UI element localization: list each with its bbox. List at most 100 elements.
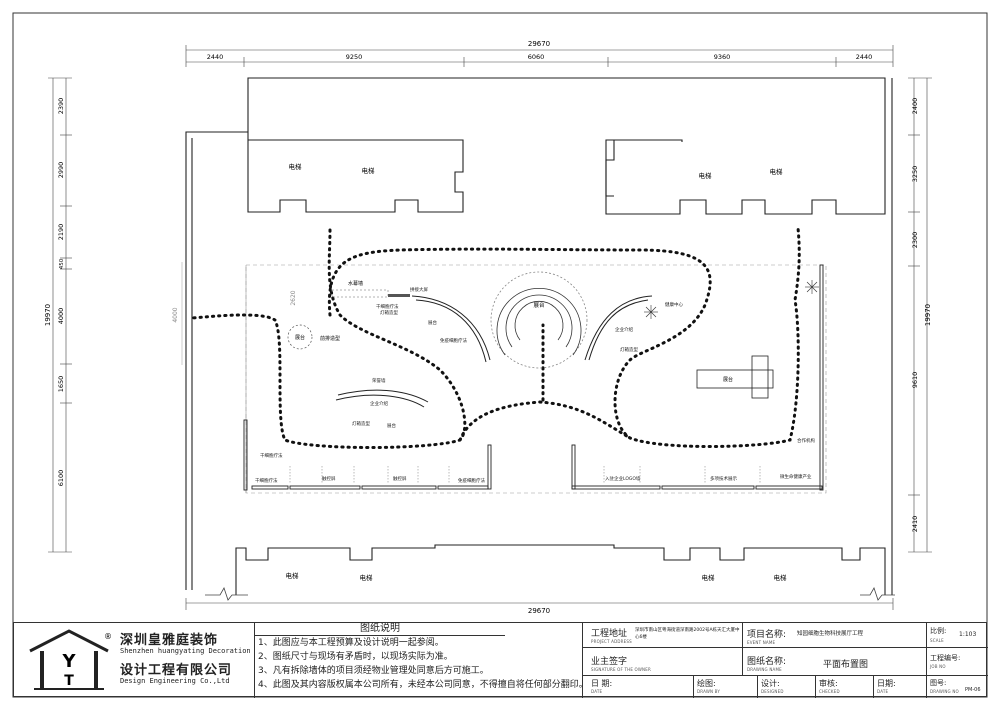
left-dim-3: 2190: [57, 224, 65, 241]
project-name-value: 知园细胞生物科技展厅工程: [797, 631, 864, 637]
label-multi-screen: 多项技术展示: [710, 475, 737, 482]
drawing-name-en: DRAWING NAME: [747, 667, 782, 672]
drawn-en: DRAWN BY: [697, 689, 721, 694]
logo-reg: ®: [104, 632, 112, 641]
sheet-label: 图号:: [930, 679, 947, 687]
label-lightbox-1: 灯箱造型: [380, 309, 398, 316]
label-screen-1: 触控屏: [322, 475, 336, 482]
label-logo-wall: 入驻企业LOGO墙: [605, 475, 641, 482]
center-stage: [490, 271, 588, 369]
company-name-cn2: 设计工程有限公司: [120, 663, 233, 678]
job-no-en: JOB NO: [930, 664, 946, 669]
project-address-value: 深圳市南山区粤海街道深南路2002号A栋天汇大厦中心6楼: [635, 628, 740, 640]
project-name-cell: 项目名称: EVENT NAME 知园细胞生物科技展厅工程: [742, 623, 926, 648]
logo-sub: T: [64, 673, 74, 689]
owner-sign-label: 业主签字: [591, 657, 628, 667]
drawing-name-label: 图纸名称:: [747, 657, 787, 667]
logo-mark: Y: [61, 651, 76, 672]
left-dim-1: 2390: [57, 98, 65, 115]
label-free-cell: 免疫细胞疗法: [440, 337, 467, 344]
drawn-label: 绘图:: [697, 679, 716, 688]
date-en: DATE: [591, 689, 603, 694]
scale-cell: 比例: SCALE 1:103: [926, 623, 988, 648]
drawing-name-value: 平面布置图: [823, 660, 869, 670]
visitor-route-middle: [458, 400, 632, 442]
right-dimension: [908, 77, 932, 553]
job-no-cell: 工程编号: JOB NO: [926, 648, 988, 676]
label-partner: 合作机构: [797, 437, 815, 444]
curved-walls: [335, 295, 653, 408]
label-free-tail: 免疫细胞疗法: [458, 477, 485, 484]
label-stem-tail: 干细胞疗法: [260, 452, 283, 459]
right-stage: [696, 355, 774, 399]
front-desk-label: 展台: [295, 334, 305, 341]
right-dim-2: 3250: [911, 166, 919, 183]
owner-sign-en: SIGNATURE OF THE OWNER: [591, 667, 651, 672]
label-life-industry: 微生命健康产业: [780, 473, 812, 480]
top-dimension: [185, 45, 894, 67]
elevator-label-4: 电梯: [770, 167, 784, 176]
elevator-label-2: 电梯: [362, 166, 376, 175]
sheet-value: PM-06: [965, 687, 981, 693]
scale-en: SCALE: [930, 638, 944, 643]
center-stage-label: 展台: [533, 301, 545, 309]
right-dim-5: 2410: [911, 516, 919, 533]
plant-symbols: [644, 280, 819, 319]
left-dim-4: 450: [59, 258, 65, 269]
label-lightbox-2: 灯箱造型: [352, 420, 370, 427]
owner-sign-cell: 业主签字 SIGNATURE OF THE OWNER: [582, 648, 742, 676]
label-intro-1: 企业介绍: [615, 326, 633, 333]
project-name-en: EVENT NAME: [747, 640, 776, 645]
date2-en: DATE: [877, 689, 889, 694]
drawing-name-cell: 图纸名称: DRAWING NAME 平面布置图: [742, 648, 926, 676]
label-screen-2: 触控屏: [393, 475, 407, 482]
right-stage-label: 展台: [723, 376, 733, 383]
note-1: 1、此图应与本工程预算及设计说明一起参阅。: [258, 638, 444, 648]
project-address-cell: 工程地址 PROJECT ADDRESS 深圳市南山区粤海街道深南路2002号A…: [582, 623, 742, 648]
label-glory-wall: 荣誉墙: [372, 377, 386, 384]
job-no-label: 工程编号:: [930, 654, 961, 662]
left-dim-7: 6100: [57, 470, 65, 487]
elevator-label-8: 电梯: [774, 573, 788, 582]
left-dim-6: 1650: [57, 376, 65, 393]
elevator-label-3: 电梯: [699, 171, 713, 180]
top-total-dim: 29670: [528, 40, 550, 48]
check-label: 审核:: [819, 679, 838, 688]
inner-dim-2: 4000: [172, 307, 179, 322]
left-dim-5: 4000: [57, 308, 65, 325]
right-dim-1: 2400: [911, 98, 919, 115]
right-total-dim: 19970: [924, 304, 932, 326]
building-walls: [185, 77, 893, 595]
company-name-en: Shenzhen huangyating Decoration: [120, 647, 251, 655]
led-screen-block: [388, 294, 410, 297]
project-name-label: 项目名称:: [747, 630, 787, 640]
door-model-label: 前排造型: [320, 335, 340, 342]
project-address-en: PROJECT ADDRESS: [591, 639, 632, 644]
bottom-ticks: [289, 466, 761, 484]
company-name-en2: Design Engineering Co.,Ltd: [120, 677, 230, 685]
logo: Y T ®: [24, 627, 114, 691]
top-dim-1: 2440: [207, 53, 224, 61]
elevator-label-5: 电梯: [286, 571, 300, 580]
label-stem-tail-2: 干细胞疗法: [255, 477, 278, 484]
note-3: 3、凡有拆除墙体的项目须经物业管理处同意后方可施工。: [258, 666, 489, 676]
date-label: 日 期:: [591, 679, 613, 688]
notes-title: 图纸说明: [255, 623, 505, 636]
note-2: 2、图纸尺寸与现场有矛盾时，以现场实际为准。: [258, 652, 453, 662]
left-dim-2: 2990: [57, 162, 65, 179]
signoff-row: 日 期: DATE 绘图: DRAWN BY 设计: DESIGNED 审核: …: [582, 676, 926, 698]
visitor-route-left: [188, 228, 467, 449]
bottom-dimension: [185, 598, 894, 610]
visitor-route-right: [327, 226, 801, 448]
label-lightbox-3: 灯箱造型: [620, 346, 638, 353]
front-desk-circle: [287, 324, 313, 350]
top-dim-4: 9360: [714, 53, 731, 61]
top-dim-3: 6060: [528, 53, 545, 61]
inner-dim-1: 2620: [290, 290, 297, 305]
company-logo-icon: Y T ®: [29, 629, 112, 690]
sheet-border: [12, 12, 988, 698]
label-health: 健康中心: [665, 301, 683, 308]
sheet-no-cell: 图号: DRAWING NO PM-06: [926, 676, 988, 698]
